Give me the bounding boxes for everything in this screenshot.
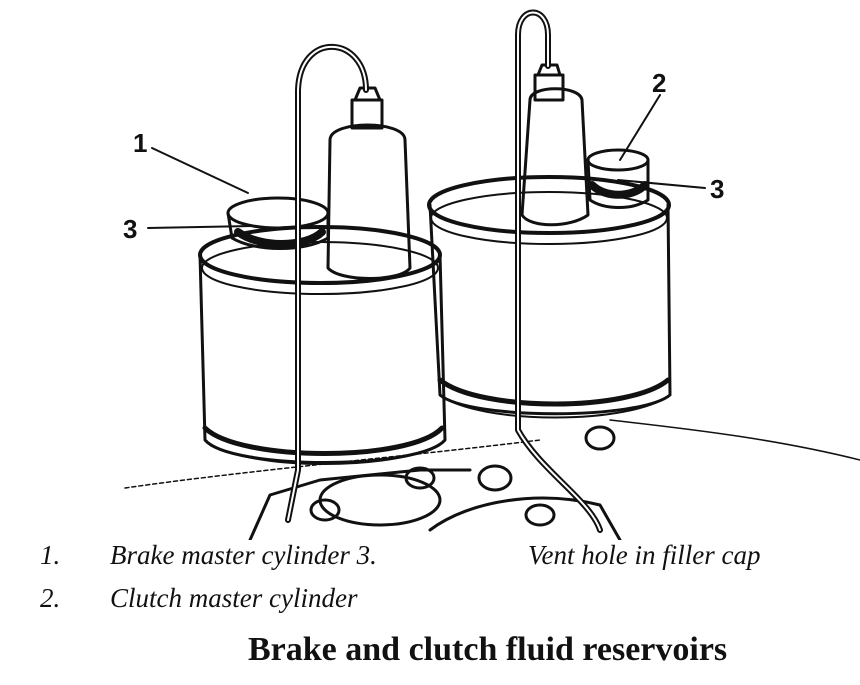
reservoir-illustration: 1 2 3 3 <box>123 9 860 540</box>
mounting-surface <box>124 419 860 540</box>
clutch-filler-cap <box>586 148 650 209</box>
brake-reservoir <box>198 225 447 465</box>
brake-filler-cap <box>226 196 330 250</box>
legend-text-2: Clutch master cylinder <box>110 583 358 613</box>
brake-pipe <box>285 43 369 523</box>
legend-text-3: Vent hole in filler cap <box>528 540 761 570</box>
callout-3-left: 3 <box>123 214 137 244</box>
callout-3-right: 3 <box>710 174 724 204</box>
legend-number-2: 2. <box>40 583 61 613</box>
callout-leaders <box>147 94 706 229</box>
legend-text-1: Brake master cylinder 3. <box>110 540 377 570</box>
figure-caption: Brake and clutch fluid reservoirs <box>248 631 728 668</box>
legend-number-1: 1. <box>40 540 61 570</box>
callout-1: 1 <box>133 128 147 158</box>
clutch-master-cylinder <box>520 63 590 227</box>
brake-master-cylinder <box>326 86 412 280</box>
clutch-pipe <box>515 9 603 533</box>
clutch-reservoir <box>427 175 672 419</box>
callout-2: 2 <box>652 68 666 98</box>
